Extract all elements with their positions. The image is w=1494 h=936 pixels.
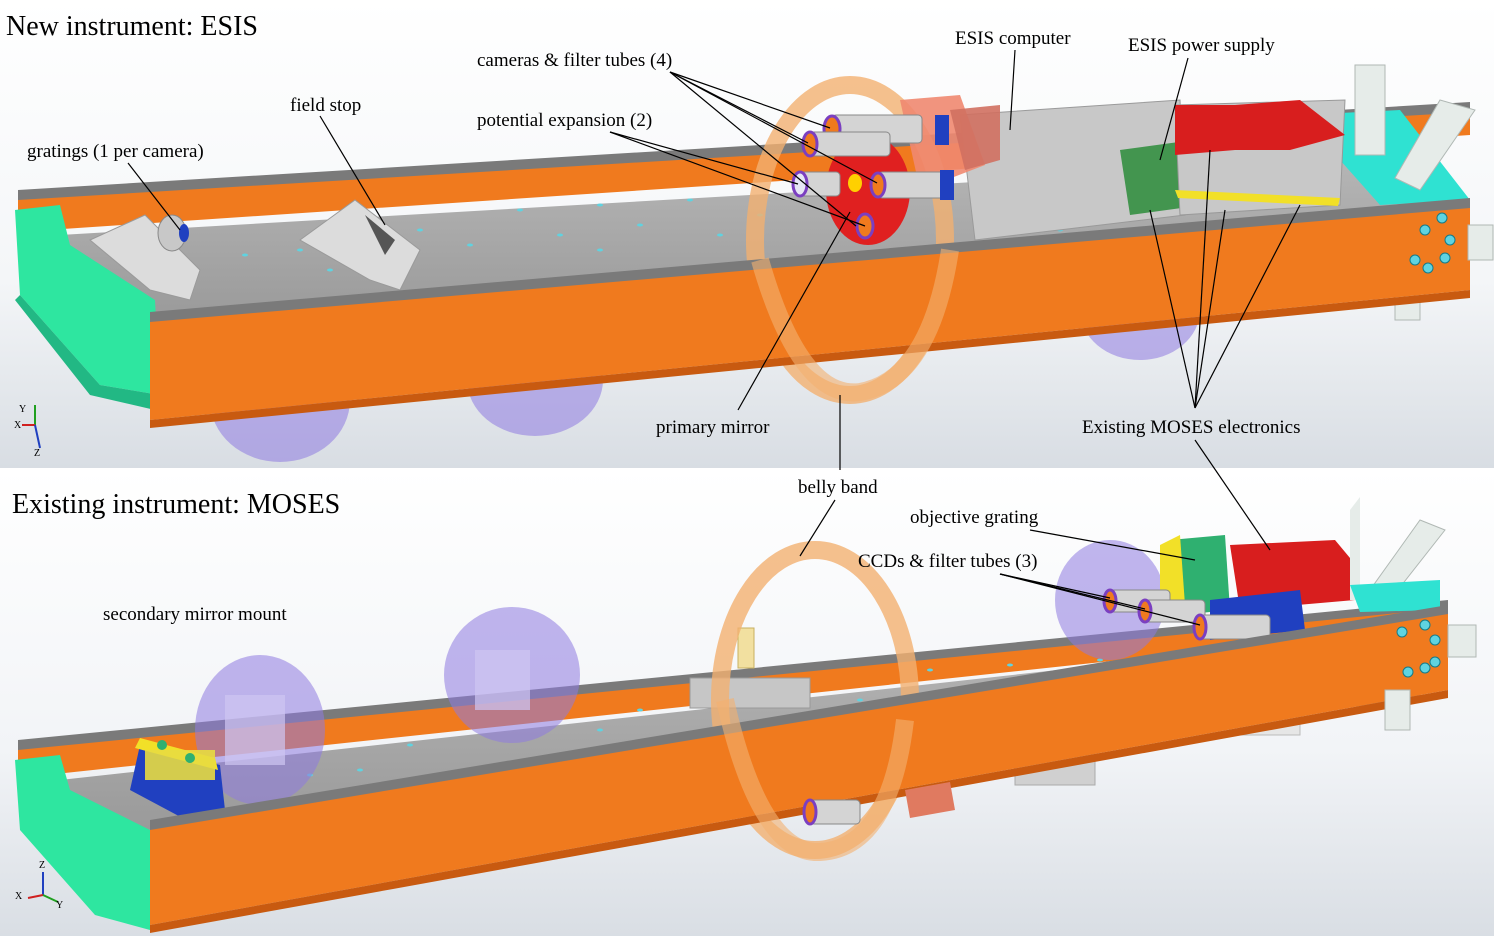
label-cameras: cameras & filter tubes (4) <box>477 50 672 71</box>
deck-fixtures <box>689 627 811 709</box>
label-field-stop: field stop <box>290 95 361 116</box>
beam-front-rail <box>150 198 1470 322</box>
axis-x-label: X <box>14 420 22 431</box>
belly-band-front <box>751 248 959 402</box>
camera-tubes <box>791 114 954 240</box>
end-bolt-pattern <box>1409 212 1456 274</box>
label-esis-power-supply: ESIS power supply <box>1128 35 1275 56</box>
label-potential-expansion: potential expansion (2) <box>477 110 652 131</box>
top-panel-title: New instrument: ESIS <box>6 11 258 42</box>
axis-y-label: Y <box>19 404 26 415</box>
field-stop-mount <box>299 199 421 291</box>
end-bolt-pattern <box>1396 619 1441 678</box>
mount-bracket <box>1354 64 1386 156</box>
beam-front-wall <box>150 205 1470 420</box>
mount-bracket <box>1394 99 1476 191</box>
label-secondary-mirror-mount: secondary mirror mount <box>103 604 287 625</box>
bottom-panel-title: Existing instrument: MOSES <box>12 489 340 520</box>
label-esis-computer: ESIS computer <box>955 28 1071 49</box>
leader-lines <box>127 49 1301 626</box>
belly-band-front <box>716 698 914 861</box>
mount-bracket <box>1447 624 1477 658</box>
beam-front-lip <box>150 690 1448 933</box>
end-cap-left <box>15 205 160 395</box>
baffle-with-cutout <box>444 607 580 743</box>
label-belly-band: belly band <box>798 477 878 498</box>
mount-bracket <box>1467 224 1494 261</box>
mount-bracket <box>1384 689 1411 731</box>
label-objective-grating: objective grating <box>910 507 1039 528</box>
beam-front-rail <box>150 605 1448 830</box>
baffle-with-cutout <box>195 655 325 805</box>
label-ccds: CCDs & filter tubes (3) <box>858 551 1037 572</box>
end-cap-left-shadow <box>15 295 160 410</box>
grating-mount <box>89 214 201 301</box>
label-gratings: gratings (1 per camera) <box>27 141 204 162</box>
ccd-filter-tubes <box>1102 588 1271 641</box>
secondary-mirror-mount <box>130 738 225 822</box>
primary-camera-underside <box>802 782 955 826</box>
axis-z-label: Z <box>34 448 40 459</box>
beam-front-wall <box>150 612 1448 925</box>
label-moses-electronics: Existing MOSES electronics <box>1082 417 1300 438</box>
axis-z-label: Z <box>39 860 45 871</box>
axis-y-label: Y <box>56 900 63 911</box>
end-cap-left <box>15 755 150 930</box>
label-primary-mirror: primary mirror <box>656 417 770 438</box>
axis-x-label: X <box>15 891 23 902</box>
axis-triad-bottom: Z X Y <box>15 860 63 911</box>
axis-triad-top: Y X Z <box>14 404 41 459</box>
